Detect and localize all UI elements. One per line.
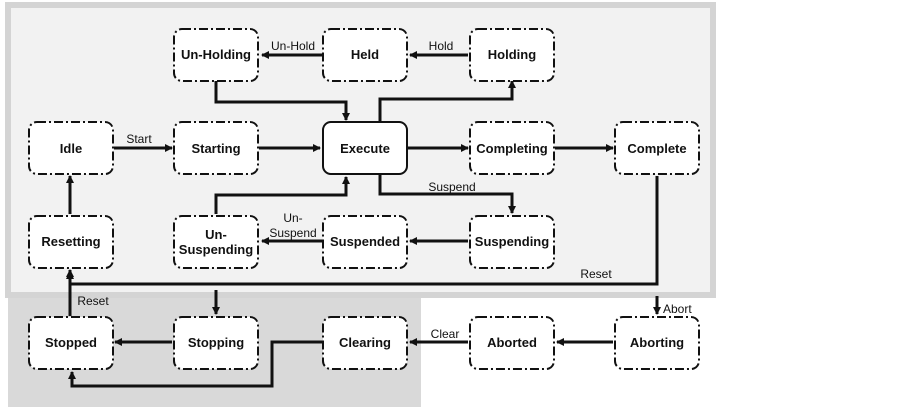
state-label-line2: Suspending	[179, 242, 253, 257]
state-aborting: Aborting	[614, 316, 700, 370]
state-stopping: Stopping	[173, 316, 259, 370]
label-reset-left: Reset	[77, 294, 109, 308]
label-suspend: Suspend	[428, 180, 475, 194]
state-resetting: Resetting	[28, 215, 114, 269]
edge-unsuspending-to-execute	[214, 176, 350, 214]
state-aborted: Aborted	[469, 316, 555, 370]
label-reset-right: Reset	[580, 267, 612, 281]
state-label: Resetting	[41, 234, 100, 249]
edge-execute-to-suspending	[378, 174, 516, 214]
state-label: Un-Holding	[181, 47, 251, 62]
state-stopped: Stopped	[28, 316, 114, 370]
state-clearing: Clearing	[322, 316, 408, 370]
state-unsuspending: Un- Suspending	[173, 215, 259, 269]
state-holding: Holding	[469, 28, 555, 82]
label-clear: Clear	[431, 327, 460, 341]
state-complete: Complete	[614, 121, 700, 175]
state-label: Stopping	[188, 335, 244, 350]
state-label: Idle	[60, 141, 82, 156]
state-execute: Execute	[322, 121, 408, 175]
label-unsuspend-line1: Un-	[283, 211, 302, 225]
state-label: Completing	[476, 141, 548, 156]
state-label: Holding	[488, 47, 536, 62]
label-unhold: Un-Hold	[271, 39, 315, 53]
state-label: Suspending	[475, 234, 549, 249]
label-start: Start	[126, 132, 152, 146]
edge-unholding-to-execute	[214, 81, 350, 121]
state-label: Aborting	[630, 335, 684, 350]
state-starting: Starting	[173, 121, 259, 175]
label-unsuspend-line2: Suspend	[269, 226, 316, 240]
state-completing: Completing	[469, 121, 555, 175]
state-label: Starting	[191, 141, 240, 156]
label-hold: Hold	[429, 39, 454, 53]
state-label: Suspended	[330, 234, 400, 249]
state-suspended: Suspended	[322, 215, 408, 269]
label-abort: Abort	[663, 302, 692, 316]
state-label: Aborted	[487, 335, 537, 350]
edge-execute-to-holding	[378, 80, 516, 122]
state-suspending: Suspending	[469, 215, 555, 269]
state-unholding: Un-Holding	[173, 28, 259, 82]
state-label: Clearing	[339, 335, 391, 350]
state-label: Held	[351, 47, 379, 62]
state-label: Execute	[340, 141, 390, 156]
state-label: Stopped	[45, 335, 97, 350]
edge-clearing-to-stopped	[68, 340, 322, 388]
state-held: Held	[322, 28, 408, 82]
state-label-line1: Un-	[205, 227, 227, 242]
state-idle: Idle	[28, 121, 114, 175]
state-label: Complete	[627, 141, 686, 156]
